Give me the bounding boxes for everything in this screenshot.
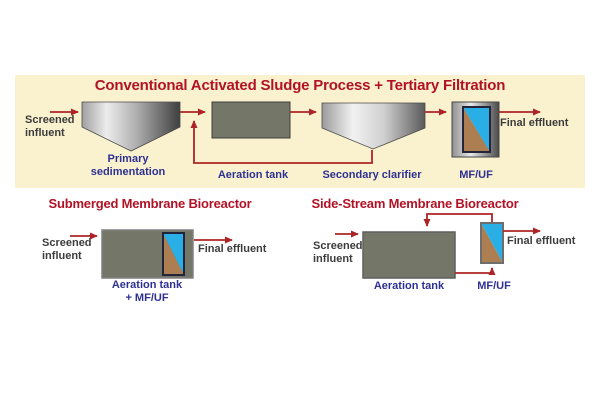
mfuf-label-sidestream: MF/UF	[477, 280, 511, 292]
recycle-return-line	[423, 213, 493, 227]
aeration-tank-label-sidestream: Aeration tank	[373, 280, 445, 292]
effluent-label-sidestream: Final effluent	[507, 235, 576, 247]
influent-label-sidestream: Screened influent	[313, 240, 363, 265]
mfuf-unit-sidestream	[480, 222, 504, 264]
tank-to-mfuf-line	[455, 267, 496, 275]
submerged-title: Submerged Membrane Bioreactor	[48, 196, 252, 211]
aeration-tank-submerged	[101, 229, 194, 279]
influent-label-conventional: Screened influent	[25, 114, 75, 139]
aeration-mfuf-label-submerged: Aeration tank + MF/UF	[111, 279, 183, 304]
aeration-tank-label-conventional: Aeration tank	[217, 169, 289, 181]
influent-label-submerged: Screened influent	[42, 237, 92, 262]
mfuf-unit-submerged	[162, 232, 185, 276]
effluent-label-submerged: Final effluent	[198, 243, 267, 255]
sidestream-title: Side-Stream Membrane Bioreactor	[311, 196, 519, 211]
conventional-title: Conventional Activated Sludge Process + …	[94, 77, 506, 94]
aeration-tank-sidestream	[362, 231, 456, 279]
secondary-clarifier-label: Secondary clarifier	[322, 169, 422, 181]
effluent-label-conventional: Final effluent	[500, 117, 569, 129]
mfuf-label-conventional: MF/UF	[459, 169, 493, 181]
primary-sedimentation-label: Primary sedimentation	[90, 153, 166, 178]
